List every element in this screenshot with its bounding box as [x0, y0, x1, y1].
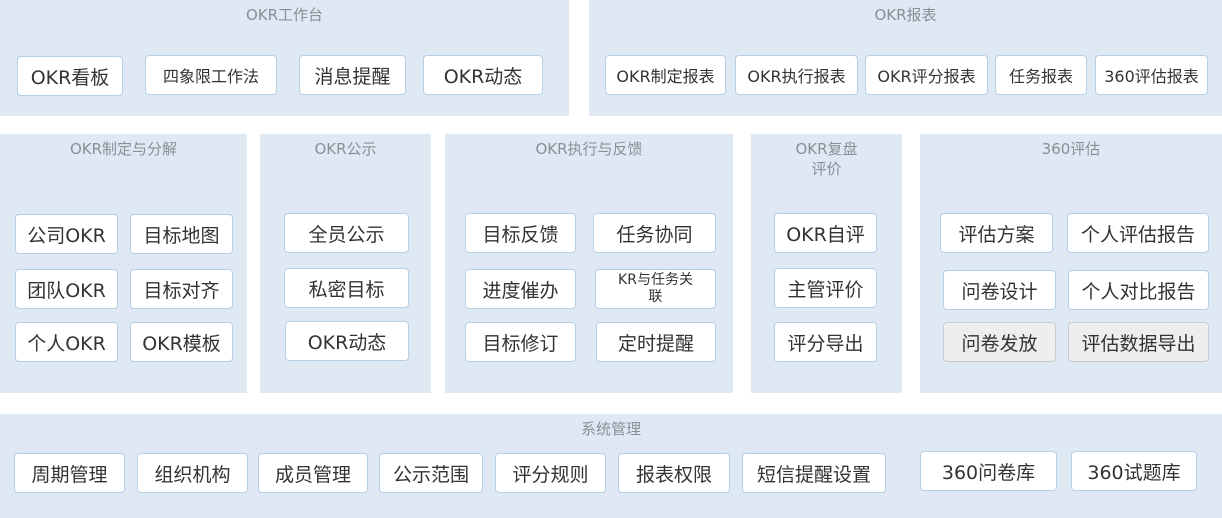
reports-title: OKR报表 — [874, 6, 937, 24]
task-collaboration-button[interactable]: 任务协同 — [593, 213, 716, 253]
member-management-button[interactable]: 成员管理 — [258, 453, 368, 493]
formulate-panel: OKR制定与分解 公司OKR 目标地图 团队OKR 目标对齐 个人OKR OKR… — [0, 134, 247, 393]
kr-task-link-button[interactable]: KR与任务关 联 — [595, 269, 716, 309]
report-task-button[interactable]: 任务报表 — [995, 55, 1087, 95]
system-panel: 系统管理 周期管理 组织机构 成员管理 公示范围 评分规则 报表权限 短信提醒设… — [0, 414, 1222, 518]
scoring-rules-button[interactable]: 评分规则 — [495, 453, 606, 493]
workbench-panel: OKR工作台 OKR看板 四象限工作法 消息提醒 OKR动态 — [0, 0, 569, 116]
okr-template-button[interactable]: OKR模板 — [130, 322, 233, 362]
okr-self-eval-button[interactable]: OKR自评 — [774, 213, 877, 253]
report-formulate-button[interactable]: OKR制定报表 — [605, 55, 726, 95]
workbench-title: OKR工作台 — [245, 6, 324, 24]
all-staff-publicity-button[interactable]: 全员公示 — [284, 213, 409, 253]
personal-okr-button[interactable]: 个人OKR — [15, 322, 118, 362]
private-goal-button[interactable]: 私密目标 — [284, 268, 409, 308]
quadrant-method-button[interactable]: 四象限工作法 — [145, 55, 277, 95]
reports-panel: OKR报表 OKR制定报表 OKR执行报表 OKR评分报表 任务报表 360评估… — [589, 0, 1222, 116]
eval360-title: 360评估 — [1041, 140, 1101, 158]
publicity-panel: OKR公示 全员公示 私密目标 OKR动态 — [260, 134, 431, 393]
cycle-management-button[interactable]: 周期管理 — [14, 453, 125, 493]
score-export-button[interactable]: 评分导出 — [774, 322, 877, 362]
goal-revision-button[interactable]: 目标修订 — [465, 322, 576, 362]
eval-data-export-button[interactable]: 评估数据导出 — [1068, 322, 1209, 362]
system-title: 系统管理 — [580, 420, 641, 438]
okr-feed-button[interactable]: OKR动态 — [423, 55, 543, 95]
personal-compare-report-button[interactable]: 个人对比报告 — [1068, 270, 1209, 310]
message-reminder-button[interactable]: 消息提醒 — [299, 55, 406, 95]
eval-plan-button[interactable]: 评估方案 — [940, 213, 1053, 253]
question-bank-360-button[interactable]: 360试题库 — [1071, 451, 1197, 491]
personal-eval-report-button[interactable]: 个人评估报告 — [1067, 213, 1209, 253]
scheduled-reminder-button[interactable]: 定时提醒 — [596, 322, 716, 362]
org-structure-button[interactable]: 组织机构 — [137, 453, 248, 493]
publicity-okr-feed-button[interactable]: OKR动态 — [285, 321, 409, 361]
report-permissions-button[interactable]: 报表权限 — [618, 453, 730, 493]
goal-feedback-button[interactable]: 目标反馈 — [465, 213, 576, 253]
survey-library-360-button[interactable]: 360问卷库 — [920, 451, 1057, 491]
publicity-title: OKR公示 — [314, 140, 377, 158]
sms-reminder-settings-button[interactable]: 短信提醒设置 — [742, 453, 886, 493]
company-okr-button[interactable]: 公司OKR — [15, 214, 118, 254]
execution-panel: OKR执行与反馈 目标反馈 任务协同 进度催办 KR与任务关 联 目标修订 定时… — [445, 134, 733, 393]
review-title: OKR复盘 评价 — [795, 140, 858, 178]
report-execution-button[interactable]: OKR执行报表 — [735, 55, 858, 95]
progress-urge-button[interactable]: 进度催办 — [465, 269, 576, 309]
manager-eval-button[interactable]: 主管评价 — [774, 268, 877, 308]
publicity-scope-button[interactable]: 公示范围 — [379, 453, 483, 493]
eval360-panel: 360评估 评估方案 个人评估报告 问卷设计 个人对比报告 问卷发放 评估数据导… — [920, 134, 1222, 393]
report-scoring-button[interactable]: OKR评分报表 — [865, 55, 988, 95]
survey-distribute-button[interactable]: 问卷发放 — [943, 322, 1056, 362]
goal-map-button[interactable]: 目标地图 — [130, 214, 233, 254]
survey-design-button[interactable]: 问卷设计 — [943, 270, 1056, 310]
goal-alignment-button[interactable]: 目标对齐 — [130, 269, 233, 309]
okr-kanban-button[interactable]: OKR看板 — [17, 56, 123, 96]
team-okr-button[interactable]: 团队OKR — [15, 269, 118, 309]
execution-title: OKR执行与反馈 — [535, 140, 643, 158]
review-panel: OKR复盘 评价 OKR自评 主管评价 评分导出 — [751, 134, 902, 393]
report-360-button[interactable]: 360评估报表 — [1095, 55, 1208, 95]
formulate-title: OKR制定与分解 — [69, 140, 178, 158]
